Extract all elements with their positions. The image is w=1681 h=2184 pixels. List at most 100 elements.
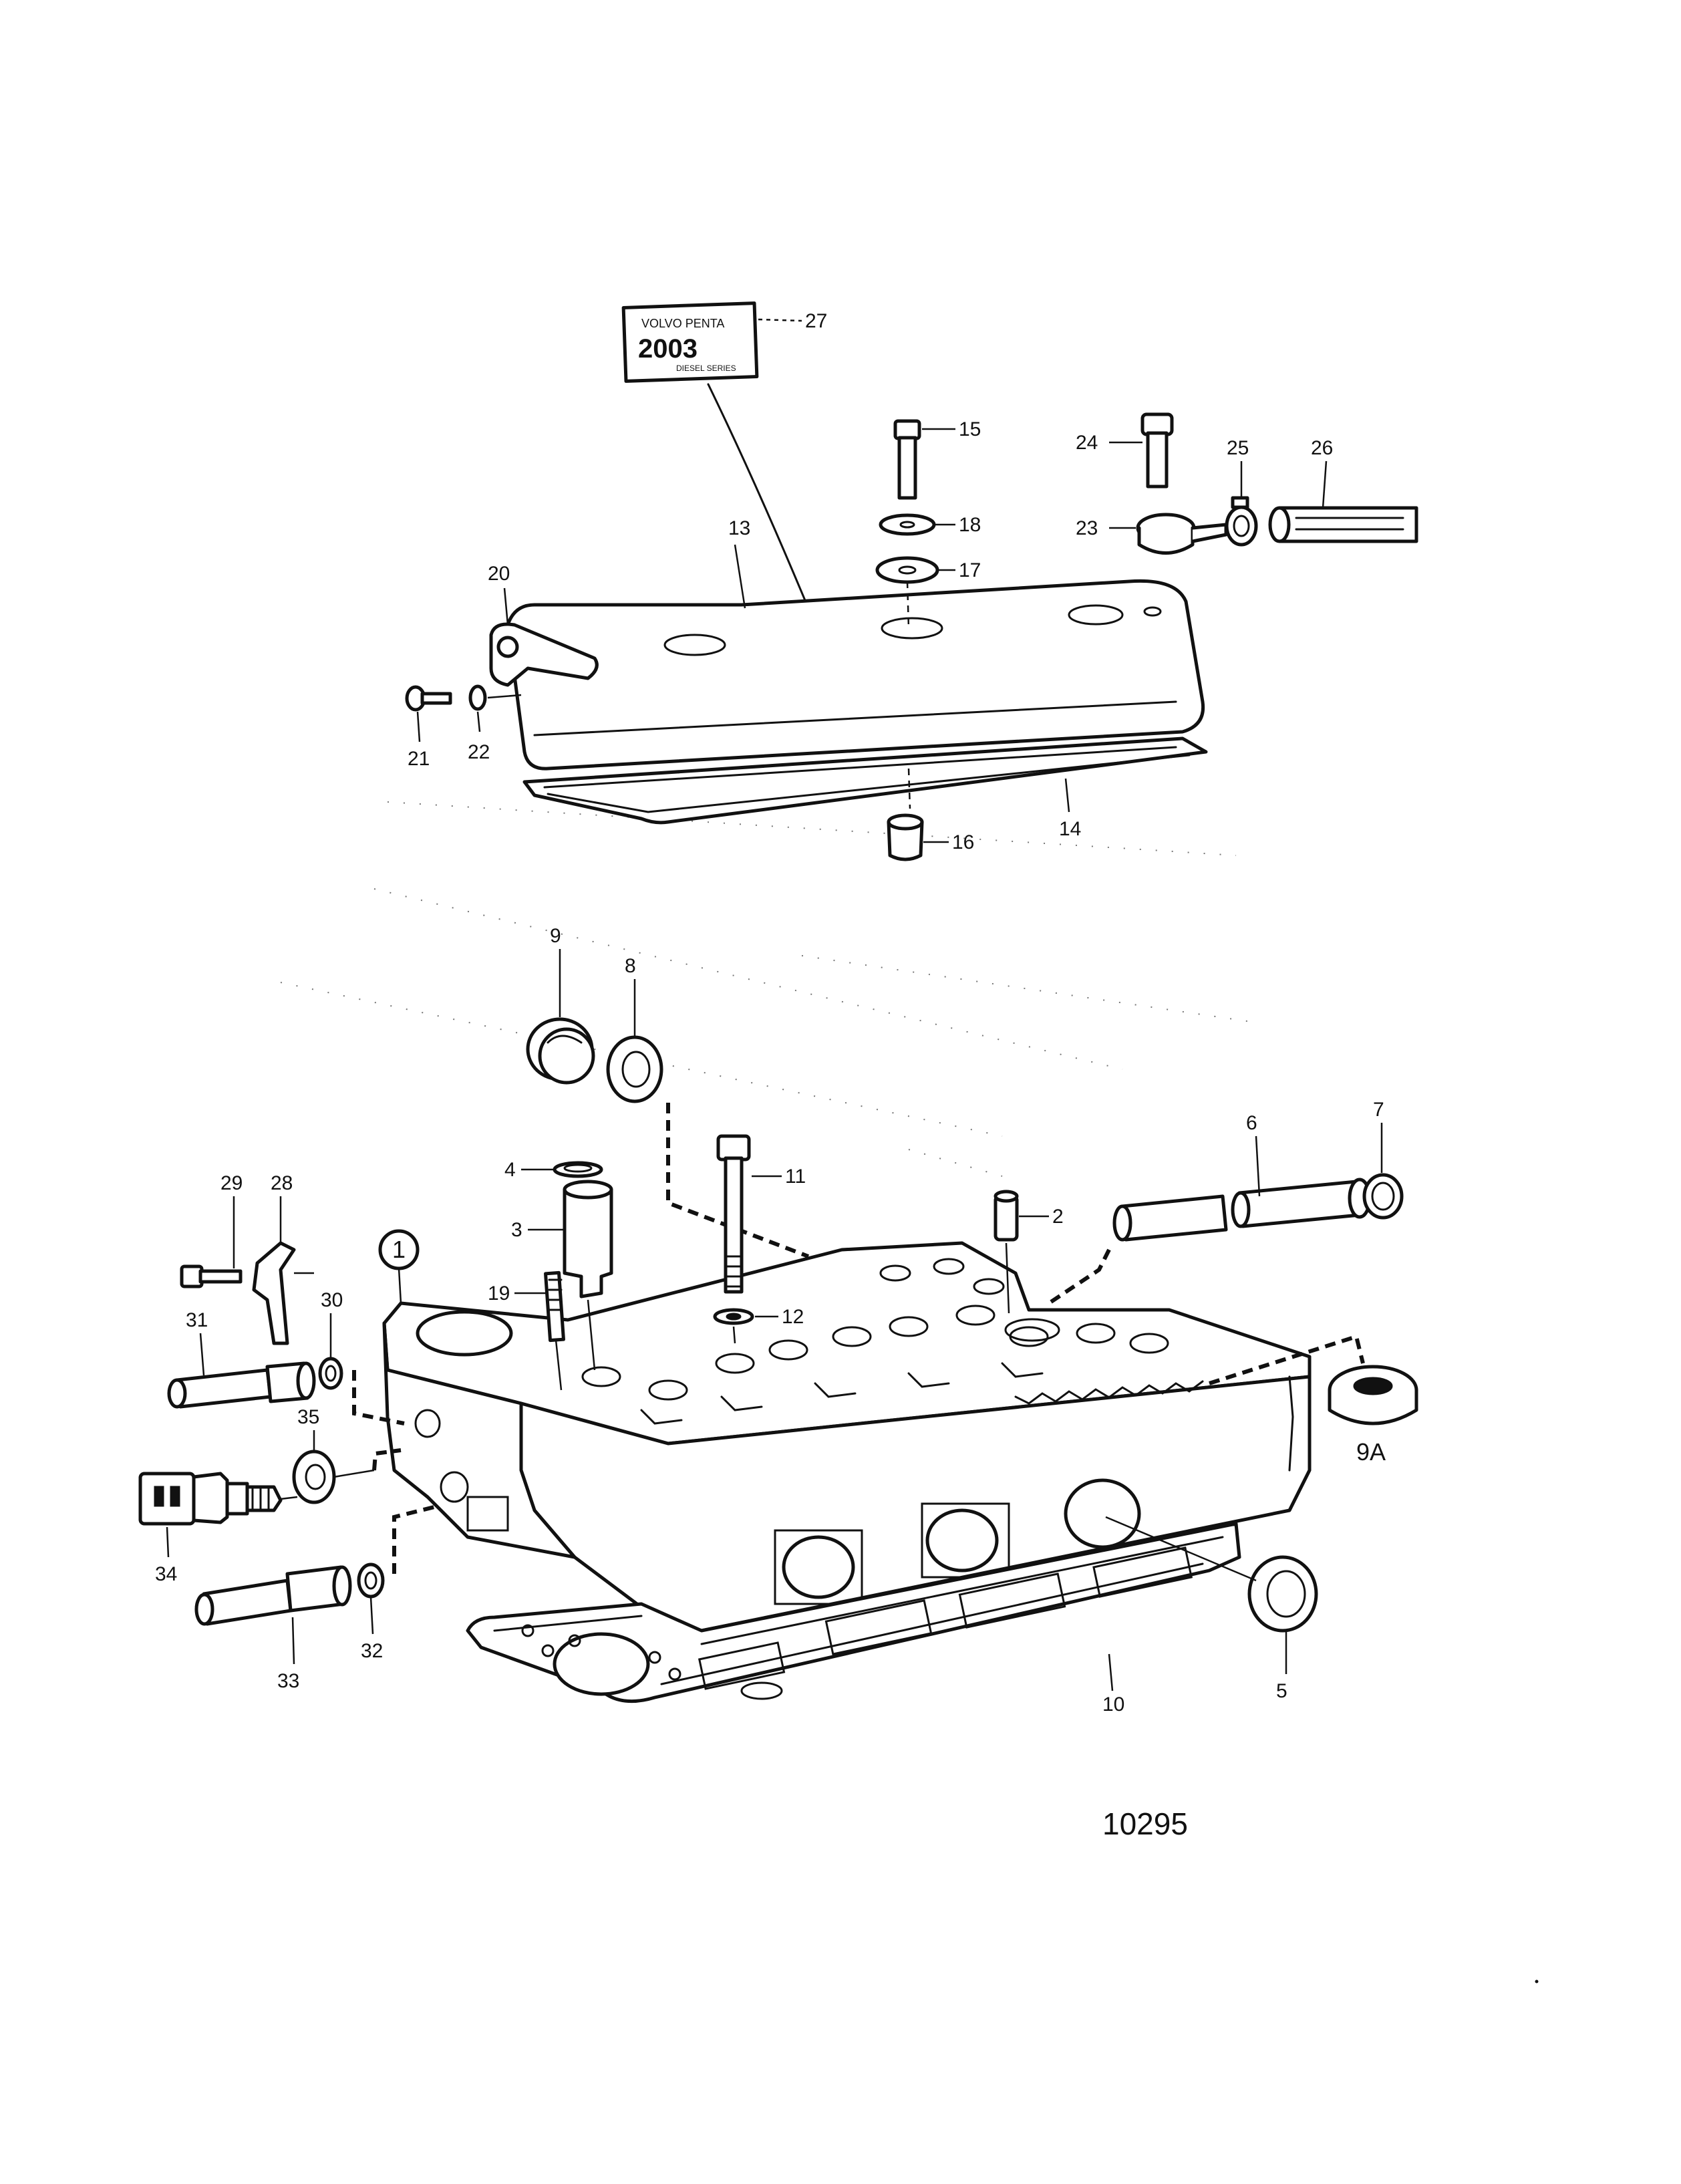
callout-26: 26 [1311, 437, 1333, 459]
leader-32 [369, 1597, 374, 1635]
part-5-core-plug [1247, 1555, 1318, 1633]
callout-21: 21 [408, 748, 430, 770]
callout-8: 8 [625, 955, 636, 977]
part-13-valve-cover [506, 579, 1205, 771]
callout-24: 24 [1076, 432, 1098, 454]
assembly-line-30 [352, 1370, 405, 1425]
callout-28: 28 [271, 1172, 293, 1194]
leader-6 [1255, 1135, 1261, 1197]
callout-10: 10 [1102, 1693, 1124, 1716]
callout-25: 25 [1227, 437, 1249, 459]
part-27-decal: VOLVO PENTA 2003 DIESEL SERIES [621, 301, 759, 383]
part-3-injector-sleeve [563, 1180, 613, 1299]
part-14-cover-gasket [522, 736, 1208, 825]
leader-5-axis [1105, 1516, 1257, 1582]
part-9A-plug [1328, 1365, 1418, 1425]
part-12-washer [713, 1308, 754, 1325]
leader-14 [1064, 778, 1070, 813]
callout-12: 12 [782, 1306, 804, 1328]
callout-19: 19 [488, 1282, 510, 1305]
assembly-line-35 [372, 1448, 402, 1471]
callout-23: 23 [1076, 517, 1098, 539]
part-25-hose-clamp [1225, 496, 1258, 547]
callout-7: 7 [1373, 1099, 1384, 1121]
callout-30: 30 [321, 1289, 343, 1311]
part-31-pipe [167, 1361, 316, 1409]
part-16-sleeve [887, 813, 924, 861]
leader-21-22-axis [487, 694, 522, 699]
part-32-washer [357, 1562, 385, 1599]
part-18-washer [879, 513, 936, 536]
part-4-o-ring [553, 1161, 603, 1178]
part-6-water-tube [1112, 1178, 1372, 1242]
part-8-washer [606, 1035, 663, 1103]
leader-33 [291, 1617, 295, 1665]
leader-26 [1322, 460, 1328, 509]
leader-31 [199, 1333, 205, 1376]
leader-34 [166, 1526, 170, 1558]
callout-31: 31 [186, 1309, 208, 1331]
callout-4: 4 [504, 1159, 516, 1181]
construction-lines [280, 801, 1257, 1177]
part-7-seal-ring [1362, 1173, 1404, 1220]
stud-axis-line [555, 1339, 563, 1391]
washer-35-axis [333, 1469, 375, 1478]
part-30-washer [318, 1357, 343, 1390]
leader-20 [503, 587, 509, 626]
callout-22: 22 [468, 741, 490, 763]
bolt-axis-line [732, 1326, 736, 1344]
leader-22 [476, 711, 481, 732]
callout-13: 13 [728, 517, 750, 539]
assembly-line-8 [666, 1103, 810, 1258]
figure-number: 10295 [1102, 1806, 1188, 1841]
screw-axis-line [906, 581, 911, 809]
part-20-lifting-eye [489, 622, 599, 687]
callout-1: 1 [392, 1236, 406, 1263]
part-29-bolt [180, 1264, 243, 1288]
part-23-banjo-fitting [1136, 513, 1228, 555]
part-9-cup-plug [526, 1017, 595, 1085]
callout-11: 11 [785, 1166, 806, 1188]
injector-axis-line [587, 1299, 596, 1371]
leader-13 [734, 544, 746, 609]
callout-34: 34 [155, 1563, 177, 1585]
part-11-head-bolt [716, 1134, 751, 1294]
callout-18: 18 [959, 514, 981, 536]
callout-16: 16 [952, 831, 974, 853]
part-33-pipe [194, 1565, 352, 1626]
callout-9: 9 [550, 925, 561, 947]
part-26-hose [1268, 506, 1418, 543]
part-28-bracket [252, 1241, 296, 1345]
decal-brand-text: VOLVO PENTA [641, 317, 724, 330]
callout-29: 29 [220, 1172, 243, 1194]
callout-3: 3 [511, 1219, 522, 1241]
callout-20: 20 [488, 563, 510, 585]
part-1-cylinder-head [382, 1241, 1312, 1633]
scan-dot [1535, 1980, 1539, 1984]
part-24-banjo-bolt [1140, 412, 1174, 489]
part-10-head-gasket [466, 1522, 1241, 1703]
callout-27: 27 [805, 310, 827, 332]
callout-35: 35 [297, 1406, 319, 1428]
callout-2: 2 [1052, 1206, 1064, 1228]
leader-1 [398, 1268, 402, 1304]
part-17-grommet [875, 556, 939, 584]
callout-32: 32 [361, 1640, 383, 1662]
decal-model-text: 2003 [638, 334, 698, 364]
dowel-axis-line [1005, 1242, 1010, 1314]
part-22-washer [468, 684, 487, 711]
part-2-dowel [994, 1190, 1019, 1242]
callout-6: 6 [1246, 1112, 1257, 1134]
leader-21 [416, 711, 421, 742]
part-21-bolt [405, 685, 452, 712]
callout-9A: 9A [1356, 1438, 1386, 1466]
part-35-washer [292, 1450, 336, 1504]
callout-14: 14 [1059, 818, 1081, 840]
assembly-line-32 [392, 1505, 435, 1574]
part-19-stud [544, 1270, 565, 1343]
callout-33: 33 [277, 1670, 299, 1692]
leader-10 [1108, 1653, 1114, 1691]
sensor-axis-line [280, 1496, 298, 1500]
part-15-cover-screw [893, 419, 921, 500]
